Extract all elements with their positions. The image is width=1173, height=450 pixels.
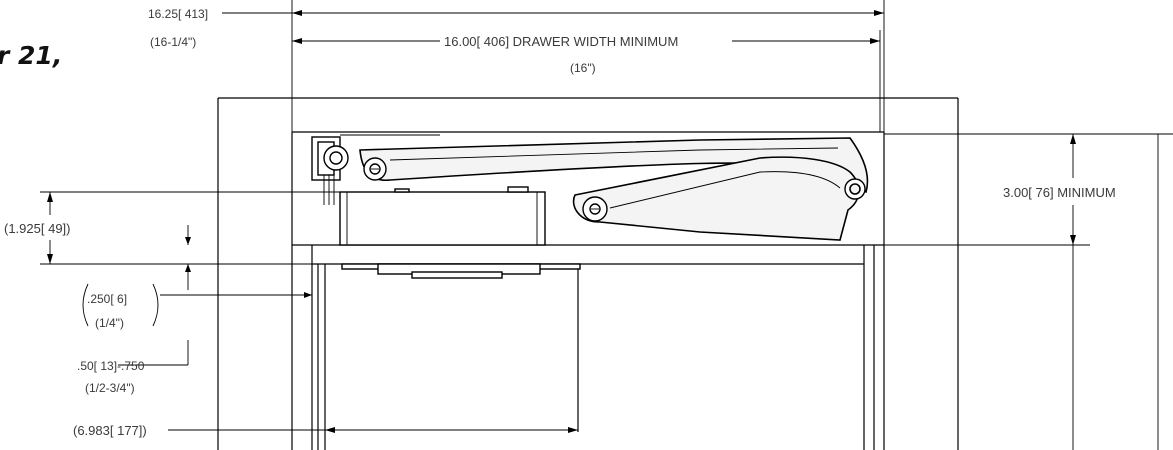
offset-6983-dimension [168,427,578,433]
pivot-screw-right [844,178,866,200]
drawer-width-label: 16.00[ 406] DRAWER WIDTH MINIMUM [444,34,678,49]
offset-250-label: .250[ 6] [87,292,127,306]
drawer-width-dimension [292,30,881,132]
pivot-screw-middle [582,196,608,222]
offset-250-paren-right [152,283,159,327]
height-minimum-label: 3.00[ 76] MINIMUM [1003,185,1116,200]
offset-250-paren-left [82,283,89,327]
cabinet-outline [217,97,959,450]
offset-1925-label: (1.925[ 49]) [4,221,71,236]
offset-250-fraction-label: (1/4") [95,316,124,330]
upper-arm [359,137,869,194]
offset-6983-label: (6.983[ 177]) [73,423,147,438]
offset-1925-dimension [40,191,340,290]
offset-250-dimension [160,292,312,298]
pivot-screw-bracket [323,145,349,171]
offset-50-750-dimension [118,340,189,366]
overall-width-fraction-label: (16-1/4") [150,35,196,49]
offset-50-750-fraction-label: (1/2-3/4") [85,381,135,395]
drawer-outline [292,244,884,450]
drawer-width-fraction-label: (16") [570,61,596,75]
mechanism-body [311,134,581,279]
overall-width-dimension [222,0,885,132]
overall-width-label: 16.25[ 413] [148,7,208,21]
pivot-screw-left [363,157,387,181]
corner-fragment-text: r 21, [0,41,62,70]
height-minimum-dimension [884,133,1173,450]
lower-arm [572,156,860,241]
offset-50-750-label: .50[ 13]-.750 [77,359,145,373]
